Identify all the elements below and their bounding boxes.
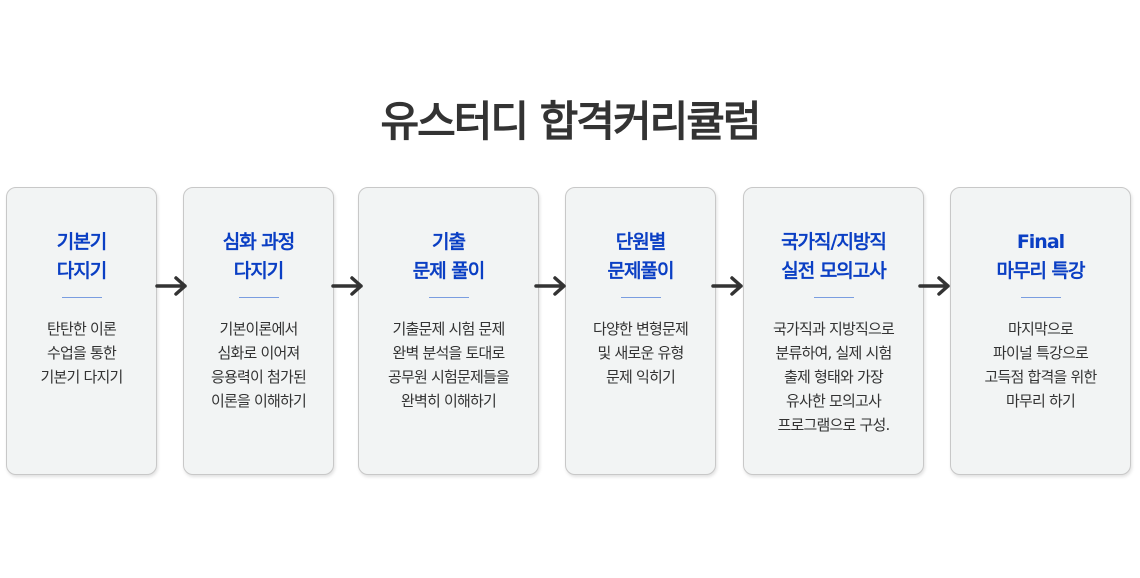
step-description-line: 완벽히 이해하기 xyxy=(401,392,497,410)
step-description-line: 파이널 특강으로 xyxy=(993,344,1089,362)
page-title: 유스터디 합격커리큘럼 xyxy=(380,97,761,146)
step-title-line: 마무리 특강 xyxy=(996,260,1085,282)
arrow-right-icon xyxy=(534,276,566,296)
step-description-line: 응용력이 첨가된 xyxy=(211,368,307,386)
step-description-line: 완벽 분석을 토대로 xyxy=(392,344,506,362)
step-title-line: 국가직/지방직 xyxy=(781,231,887,253)
arrow-right-icon xyxy=(711,276,743,296)
step-description-line: 마무리 하기 xyxy=(1006,392,1076,410)
step-description-line: 문제 익히기 xyxy=(606,368,676,386)
step-title-line: 실전 모의고사 xyxy=(781,260,887,282)
step-description-line: 수업을 통한 xyxy=(47,344,117,362)
step-description-line: 기본이론에서 xyxy=(219,320,298,338)
divider xyxy=(1020,297,1061,298)
step-description-line: 프로그램으로 구성. xyxy=(777,416,891,434)
step-title-line: 다지기 xyxy=(233,260,284,282)
step-title-line: 문제 풀이 xyxy=(412,260,486,282)
step-description-line: 다양한 변형문제 xyxy=(593,320,689,338)
divider xyxy=(428,297,469,298)
step-description-line: 탄탄한 이론 xyxy=(47,320,117,338)
step-title-line: 다지기 xyxy=(56,260,107,282)
step-description-line: 분류하여, 실제 시험 xyxy=(775,344,893,362)
step-description-line: 고득점 합격을 위한 xyxy=(984,368,1098,386)
step-description-line: 이론을 이해하기 xyxy=(211,392,307,410)
step-title-line: Final xyxy=(1016,231,1065,253)
arrow-right-icon xyxy=(331,276,363,296)
step-description-line: 마지막으로 xyxy=(1007,320,1074,338)
divider xyxy=(238,297,279,298)
step-title-line: 심화 과정 xyxy=(222,231,296,253)
step-title-line: 기본기 xyxy=(56,231,107,253)
arrow-right-icon xyxy=(155,276,187,296)
step-description-line: 심화로 이어져 xyxy=(217,344,301,362)
divider xyxy=(61,297,102,298)
divider xyxy=(813,297,854,298)
step-title-line: 단원별 xyxy=(615,231,666,253)
step-description-line: 기출문제 시험 문제 xyxy=(392,320,506,338)
step-title-line: 문제풀이 xyxy=(607,260,675,282)
step-title-line: 기출 xyxy=(432,231,466,253)
step-description-line: 기본기 다지기 xyxy=(40,368,124,386)
divider xyxy=(620,297,661,298)
step-title: Final 마무리 특강 xyxy=(951,228,1130,286)
step-description-line: 유사한 모의고사 xyxy=(786,392,882,410)
step-description-line: 및 새로운 유형 xyxy=(597,344,685,362)
step-description-line: 공무원 시험문제들을 xyxy=(388,368,510,386)
arrow-right-icon xyxy=(918,276,950,296)
step-description-line: 국가직과 지방직으로 xyxy=(773,320,895,338)
step-description-line: 출제 형태와 가장 xyxy=(784,368,884,386)
